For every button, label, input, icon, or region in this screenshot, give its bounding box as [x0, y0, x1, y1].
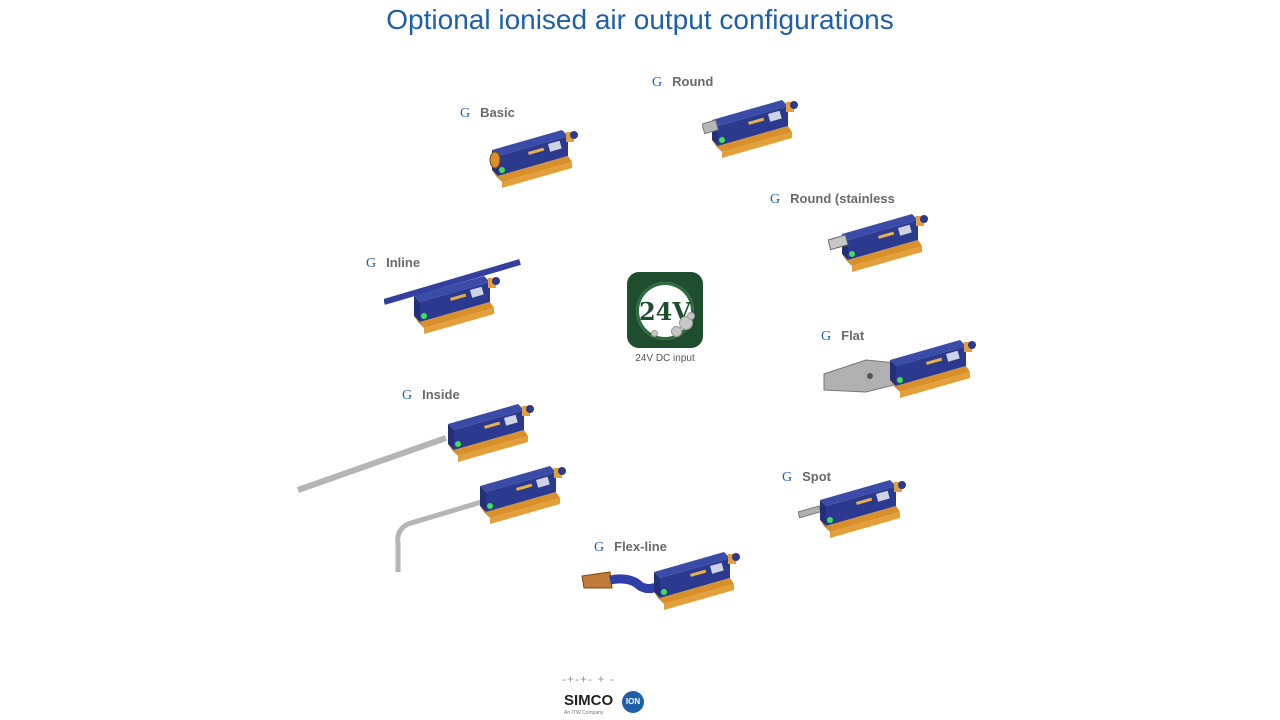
label-inline: G Inline — [366, 255, 420, 272]
label-basic: G Basic — [460, 105, 515, 122]
device-flex-line-image — [581, 552, 740, 610]
label-inside-text: Inside — [422, 387, 460, 402]
device-inside-image — [297, 404, 534, 493]
device-round-image — [702, 100, 798, 158]
logo-name: SIMCO — [564, 692, 614, 709]
bullet-icon: G — [460, 106, 471, 121]
bubble-icon — [687, 312, 695, 320]
label-basic-text: Basic — [480, 105, 515, 120]
device-round-stainless-image — [828, 214, 928, 272]
bullet-icon: G — [594, 540, 605, 555]
label-flex-line-text: Flex-line — [614, 539, 667, 554]
simco-ion-logo: -+-+- + - SIMCO ION An ITW Company — [562, 672, 662, 718]
device-inside-bent-image — [395, 466, 566, 572]
label-flat: G Flat — [821, 328, 864, 345]
badge-caption: 24V DC input — [635, 353, 695, 364]
bullet-icon: G — [366, 256, 377, 271]
bullet-icon: G — [821, 329, 832, 344]
device-inline-image — [384, 259, 521, 334]
label-flat-text: Flat — [841, 328, 865, 343]
label-round-stainless: G Round (stainless — [770, 191, 895, 208]
bubble-icon — [671, 326, 682, 337]
logo-ion-icon: ION — [622, 691, 644, 713]
label-round-stainless-text: Round (stainless — [790, 191, 895, 206]
label-inside: G Inside — [402, 387, 460, 404]
label-spot: G Spot — [782, 469, 831, 486]
bullet-icon: G — [652, 75, 663, 90]
label-inline-text: Inline — [386, 255, 421, 270]
device-spot-image — [798, 480, 906, 538]
label-round-text: Round — [672, 74, 714, 89]
logo-subtitle: An ITW Company — [564, 710, 604, 716]
bullet-icon: G — [402, 388, 413, 403]
logo-signs: -+-+- + - — [562, 672, 615, 686]
device-basic-image — [489, 130, 578, 188]
device-flat-image — [823, 340, 976, 398]
bubble-icon — [651, 330, 658, 337]
label-flex-line: G Flex-line — [594, 539, 667, 556]
label-spot-text: Spot — [802, 469, 832, 484]
bullet-icon: G — [770, 192, 781, 207]
bullet-icon: G — [782, 470, 793, 485]
label-round: G Round — [652, 74, 713, 91]
24v-dc-badge-icon: 24V — [627, 272, 703, 348]
page-title: Optional ionised air output configuratio… — [386, 4, 894, 35]
badge-circle: 24V — [636, 282, 694, 340]
